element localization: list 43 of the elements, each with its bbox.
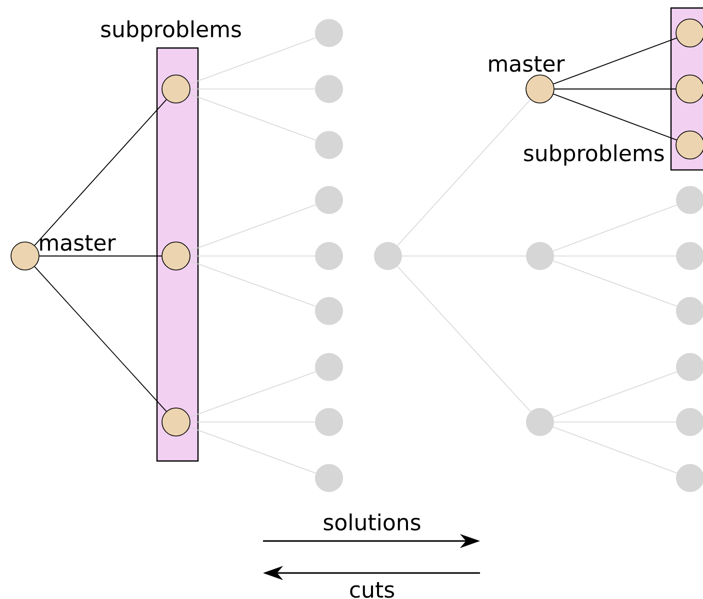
connector-line [189, 426, 316, 474]
band-heading: subproblems [101, 20, 241, 42]
connector-line [189, 37, 316, 84]
inactive-circle [315, 242, 343, 270]
band-heading: subproblems [524, 144, 664, 166]
inactive-circle [315, 75, 343, 103]
connector-line [189, 371, 316, 418]
problem-circle [162, 74, 190, 104]
connector-line [554, 88, 676, 90]
inactive-circle [315, 19, 343, 47]
connector-line [34, 266, 167, 412]
connector-line [189, 260, 316, 307]
inactive-circle [526, 408, 554, 436]
problem-circle [676, 74, 703, 104]
inactive-circle [374, 242, 402, 270]
connector-line [189, 94, 316, 141]
connector-line [552, 372, 678, 418]
connector-line [397, 266, 531, 412]
connector-line [397, 99, 531, 246]
connector-line [34, 99, 167, 246]
problem-circle [676, 18, 703, 48]
arrow-label: solutions [324, 514, 420, 531]
connector-line [553, 94, 677, 140]
inactive-circle [315, 131, 343, 159]
inactive-circle [526, 242, 554, 270]
problem-circle [526, 74, 554, 104]
inactive-circle [315, 353, 343, 381]
node-label: master [40, 235, 116, 251]
inactive-circle [315, 408, 343, 436]
inactive-circle [315, 186, 343, 214]
problem-circle [162, 242, 190, 270]
arrow-label: cuts [350, 582, 394, 598]
connector-line [552, 260, 678, 307]
connector-line [552, 204, 678, 252]
problem-circle [676, 130, 703, 160]
connector-line [189, 204, 316, 252]
connector-line [552, 426, 678, 474]
inactive-circle [315, 464, 343, 492]
connector-line [553, 38, 677, 84]
inactive-circle [315, 297, 343, 325]
node-label: master [489, 56, 565, 72]
problem-circle [162, 408, 190, 436]
problem-circle [10, 242, 40, 270]
